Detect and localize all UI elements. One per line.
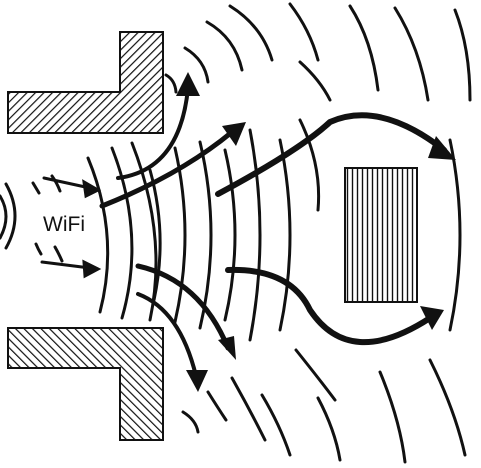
wave-fronts-far bbox=[164, 2, 472, 464]
signal-arrows-small bbox=[40, 176, 102, 279]
wifi-label: WiFi bbox=[42, 213, 86, 236]
wifi-source-icon bbox=[0, 182, 17, 250]
arrow-heads bbox=[176, 72, 456, 392]
hatched-wall-bottom bbox=[7, 327, 164, 441]
hatched-wall-top bbox=[7, 31, 164, 134]
signal-arrows-large bbox=[99, 86, 447, 378]
striped-receiver-block bbox=[344, 167, 418, 303]
